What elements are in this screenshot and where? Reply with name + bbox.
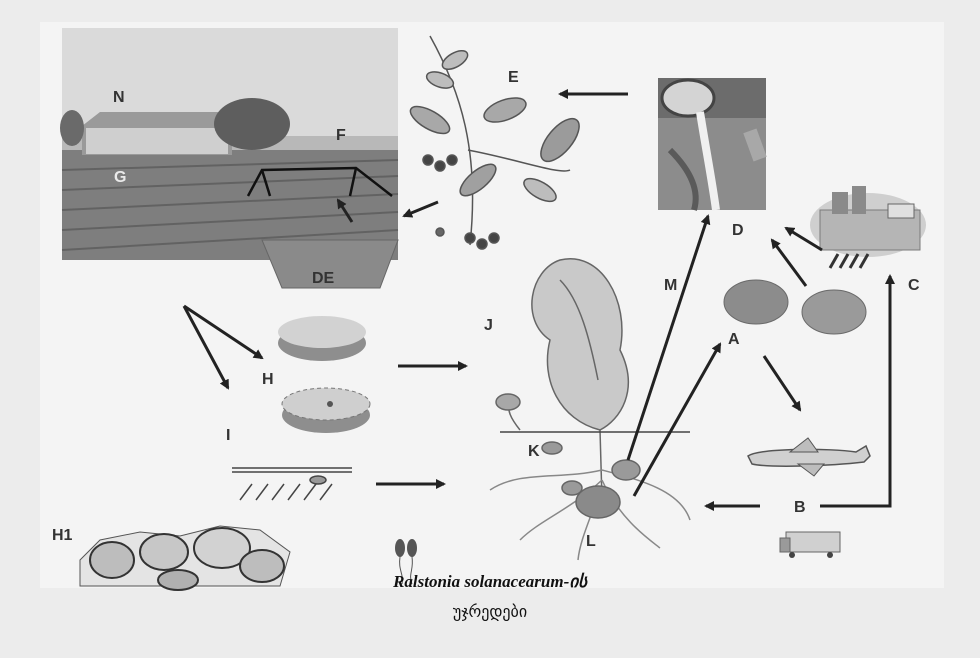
label-n: N: [113, 89, 125, 106]
truck-icon: [780, 532, 840, 558]
label-i: I: [226, 427, 230, 444]
label-b: B: [794, 499, 806, 516]
arrow-m-to-d: [628, 216, 708, 460]
label-h: H: [262, 371, 274, 388]
processing-factory-illustration: [810, 186, 926, 268]
petri-dishes-illustration: [278, 316, 370, 433]
figure-caption-species: Ralstonia solanacearum-ის: [0, 572, 980, 592]
arrow-field-to-h: [184, 306, 262, 358]
label-l: L: [586, 533, 596, 550]
irrigation-water-photo: [658, 78, 767, 210]
farm-field-photo: [60, 28, 398, 288]
label-g: G: [114, 169, 126, 186]
label-de: DE: [312, 270, 335, 287]
figure-caption-cells: უჯრედები: [0, 602, 980, 621]
label-f: F: [336, 127, 346, 144]
arrow-l-to-a: [634, 344, 720, 496]
label-m: M: [664, 277, 677, 294]
airplane-icon: [748, 438, 870, 476]
arrow-a-to-airplane: [764, 356, 800, 410]
label-h1: H1: [52, 527, 73, 544]
arrow-a-to-d: [772, 240, 806, 286]
weed-host-plant-illustration: [406, 36, 585, 249]
infected-potato-plant-illustration: [490, 259, 690, 560]
label-e: E: [508, 69, 519, 86]
label-a: A: [728, 331, 740, 348]
arrow-e-to-field: [404, 202, 438, 216]
label-c: C: [908, 277, 920, 294]
label-d: D: [732, 222, 744, 239]
potato-tubers-illustration: [724, 280, 866, 334]
soil-section-illustration: [232, 468, 352, 500]
arrow-field-to-i: [184, 306, 228, 388]
label-j: J: [484, 317, 493, 334]
label-k: K: [528, 443, 540, 460]
